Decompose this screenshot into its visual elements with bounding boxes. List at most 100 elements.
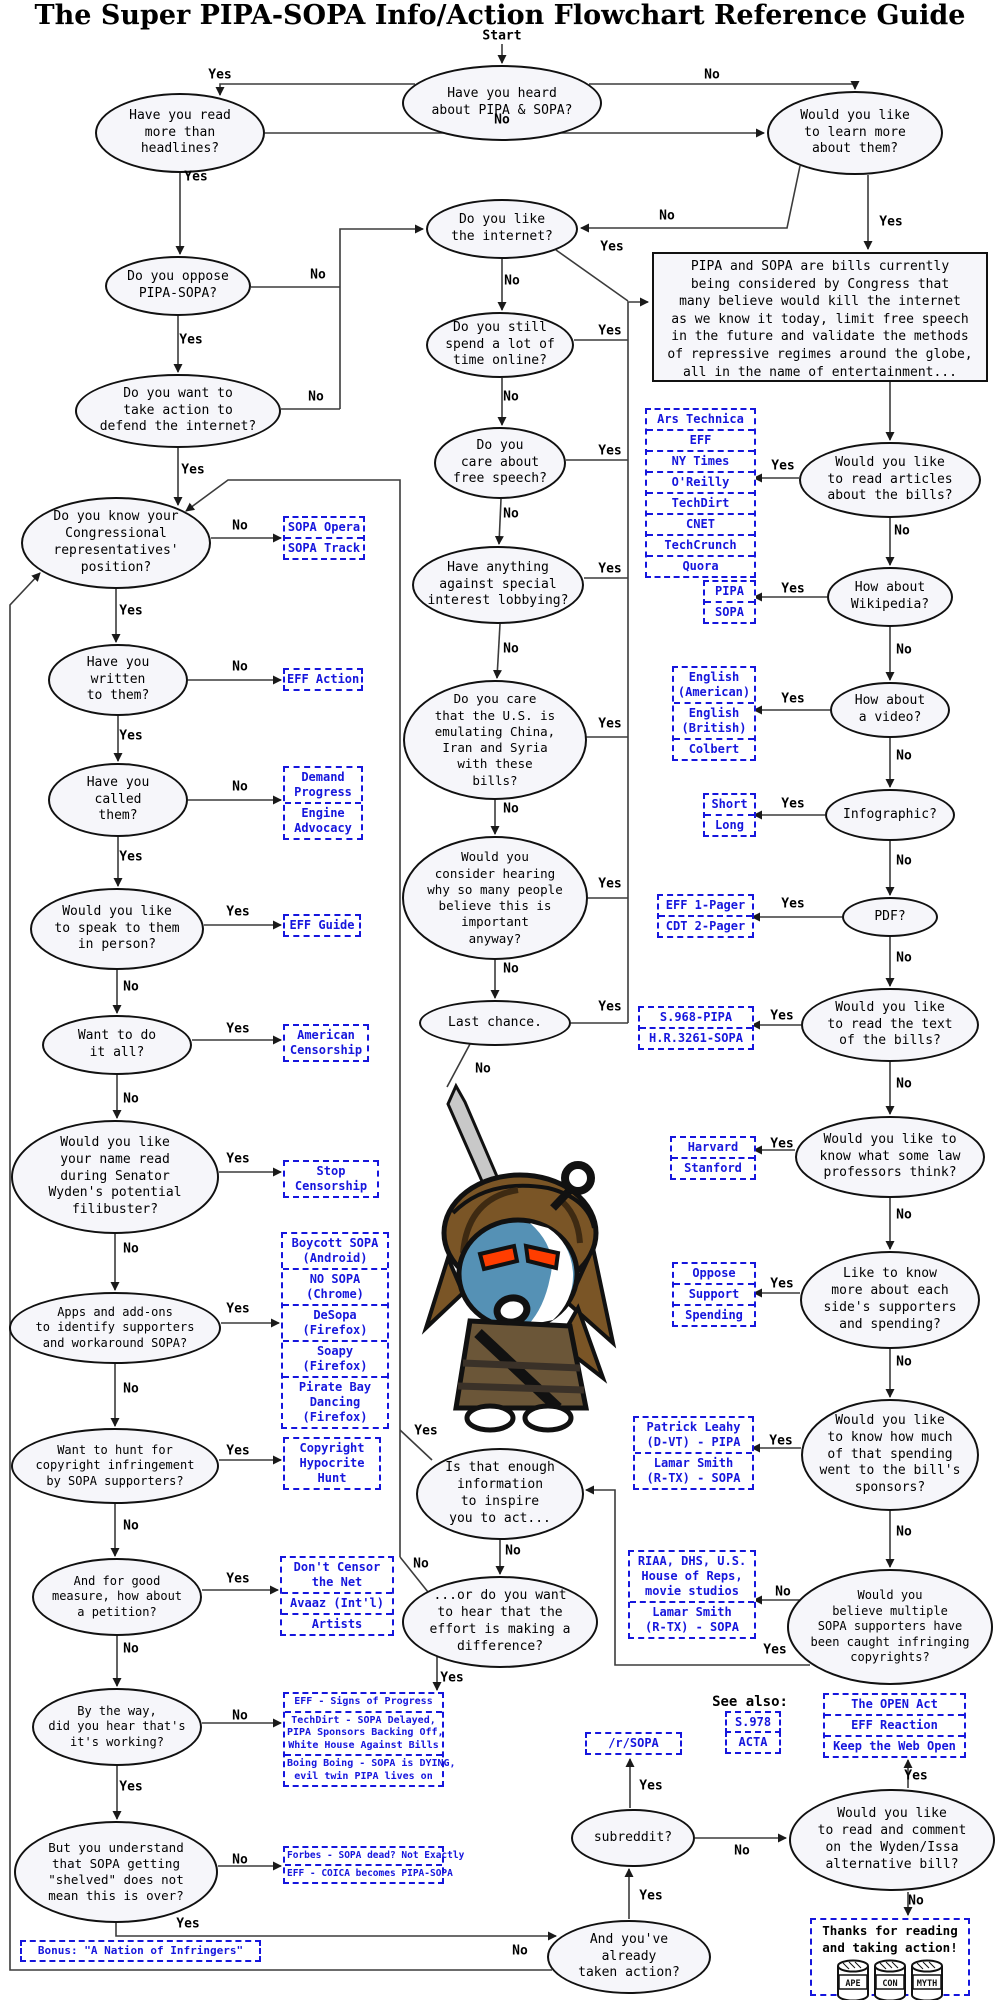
link-infringers-1[interactable]: Lamar Smith(R-TX) - SOPA — [630, 1601, 754, 1637]
link-infringers-0[interactable]: RIAA, DHS, U.S.House of Reps,movie studi… — [630, 1552, 754, 1601]
link-bill-text-0-text: S.968-PIPA — [659, 1010, 733, 1024]
link-articles-list-0[interactable]: Ars Technica — [647, 410, 754, 429]
edge-label: Yes — [639, 1888, 663, 1904]
link-sopa-position-0[interactable]: SOPA Opera — [285, 518, 363, 537]
link-bill-text-1[interactable]: H.R.3261-SOPA — [640, 1027, 752, 1048]
link-open-act-1[interactable]: EFF Reaction — [825, 1714, 964, 1735]
edge-label: Yes — [770, 1276, 794, 1292]
node-infringing-text: Would you — [857, 1588, 923, 1603]
link-sponsors-1[interactable]: Lamar Smith(R-TX) - SOPA — [635, 1452, 752, 1488]
node-infringing-text: been caught infringing — [810, 1634, 970, 1649]
link-open-act-0[interactable]: The OPEN Act — [825, 1695, 964, 1714]
link-infographic-links-0[interactable]: Short — [705, 795, 754, 814]
link-acta-0[interactable]: ACTA — [727, 1733, 779, 1752]
link-s978-0[interactable]: S.978 — [727, 1713, 779, 1732]
node-making-difference-text: to hear that the — [437, 1605, 563, 1621]
node-lobbying-text: interest lobbying? — [427, 593, 569, 609]
flow-edge — [9, 572, 552, 1971]
link-supporters-0[interactable]: Oppose — [674, 1264, 754, 1283]
link-eff-action-0[interactable]: EFF Action — [285, 670, 361, 689]
link-law-profs-1[interactable]: Stanford — [672, 1157, 754, 1178]
link-sopa-position-1[interactable]: SOPA Track — [285, 537, 363, 558]
link-law-profs-0[interactable]: Harvard — [672, 1138, 754, 1157]
link-s978-0-text: S.978 — [734, 1715, 772, 1729]
barrel-icon[interactable]: CON — [873, 1959, 907, 2000]
link-articles-list-6[interactable]: TechCrunch — [647, 534, 754, 555]
edge-label: No — [896, 853, 912, 869]
link-bill-text-0[interactable]: S.968-PIPA — [640, 1008, 752, 1027]
edge-label: No — [908, 1893, 924, 1909]
link-not-over-1-text: EFF - COICA becomes PIPA-SOPA — [287, 1867, 453, 1879]
link-articles-list-7[interactable]: Quora — [647, 555, 754, 576]
edge-label: No — [123, 979, 139, 995]
link-infographic-links-1[interactable]: Long — [705, 814, 754, 835]
link-pdf-links-0[interactable]: EFF 1-Pager — [659, 896, 752, 915]
link-srsopa-0[interactable]: /r/SOPA — [587, 1734, 680, 1753]
node-video-text: How about — [854, 693, 926, 709]
link-wikipedia-links-1[interactable]: SOPA — [705, 601, 754, 622]
link-supporters-2[interactable]: Spending — [674, 1304, 754, 1325]
link-progress-1[interactable]: TechDirt - SOPA Delayed,PIPA Sponsors Ba… — [285, 1710, 444, 1755]
link-sponsors-0[interactable]: Patrick Leahy(D-VT) - PIPA — [635, 1418, 752, 1452]
link-eff-guide-0[interactable]: EFF Guide — [285, 916, 359, 935]
link-articles-list-1[interactable]: EFF — [647, 429, 754, 450]
flow-edge — [215, 83, 415, 96]
flow-edge — [627, 297, 649, 1023]
link-articles-list-2[interactable]: NY Times — [647, 450, 754, 471]
link-video-links-2[interactable]: Colbert — [674, 738, 754, 759]
link-stop-censorship-0-text: Censorship — [294, 1179, 368, 1193]
link-not-over-0[interactable]: Forbes - SOPA dead? Not Exactly — [285, 1848, 464, 1864]
link-video-links-1[interactable]: English(British) — [674, 702, 754, 738]
link-apps-addons-3[interactable]: Soapy(Firefox) — [283, 1340, 387, 1376]
node-hunt-text: copyright infringement — [35, 1458, 195, 1473]
link-articles-list-4[interactable]: TechDirt — [647, 492, 754, 513]
edge-label: Yes — [176, 1916, 200, 1932]
edge-label: No — [232, 518, 248, 534]
edge-label: No — [310, 267, 326, 283]
link-open-act-2[interactable]: Keep the Web Open — [825, 1735, 964, 1756]
link-supporters-1[interactable]: Support — [674, 1283, 754, 1304]
node-last-chance-text: Last chance. — [448, 1014, 542, 1030]
link-sponsors-1-text: (R-TX) - SOPA — [646, 1471, 741, 1485]
node-taken-action-text: And you've — [589, 1931, 669, 1947]
link-infringers-1-text: Lamar Smith — [652, 1605, 732, 1619]
link-apps-addons-2[interactable]: DeSopa(Firefox) — [283, 1304, 387, 1340]
node-apps-text: and workaround SOPA? — [42, 1335, 188, 1350]
link-petitions-2[interactable]: Artists — [282, 1613, 392, 1634]
link-wikipedia-links-0[interactable]: PIPA — [705, 582, 754, 601]
edge-label: Yes — [781, 691, 805, 707]
node-infringing-text: SOPA supporters have — [817, 1619, 963, 1634]
info-box-text: being considered by Congress that — [690, 276, 950, 292]
link-bonus-0[interactable]: Bonus: "A Nation of Infringers" — [22, 1942, 259, 1960]
link-video-links-0[interactable]: English(American) — [674, 668, 754, 702]
link-pdf-links-1[interactable]: CDT 2-Pager — [659, 915, 752, 936]
link-sponsors-1-text: Lamar Smith — [653, 1456, 734, 1470]
edge-label: No — [704, 67, 720, 83]
link-apps-addons-1[interactable]: NO SOPA(Chrome) — [283, 1268, 387, 1304]
link-articles-list-5[interactable]: CNET — [647, 513, 754, 534]
barrel-icon[interactable]: APE — [836, 1959, 870, 2000]
link-not-over-1[interactable]: EFF - COICA becomes PIPA-SOPA — [285, 1863, 453, 1882]
node-professors-text: professors think? — [823, 1165, 957, 1181]
link-petitions-1[interactable]: Avaaz (Int'l) — [282, 1592, 392, 1613]
link-articles-list-3[interactable]: O'Reilly — [647, 471, 754, 492]
link-progress-0[interactable]: EFF - Signs of Progress — [285, 1694, 442, 1711]
link-progress-2[interactable]: Boing Boing - SOPA is DYING,evil twin PI… — [285, 1754, 456, 1785]
link-apps-addons-0[interactable]: Boycott SOPA(Android) — [283, 1234, 387, 1268]
info-box-text: in the future and validate the methods — [671, 329, 969, 345]
edge-label: Yes — [119, 603, 143, 619]
edge-label: Yes — [119, 849, 143, 865]
link-video-links-2-text: Colbert — [688, 742, 740, 756]
barrel-icon[interactable]: MYTH — [910, 1959, 944, 2000]
